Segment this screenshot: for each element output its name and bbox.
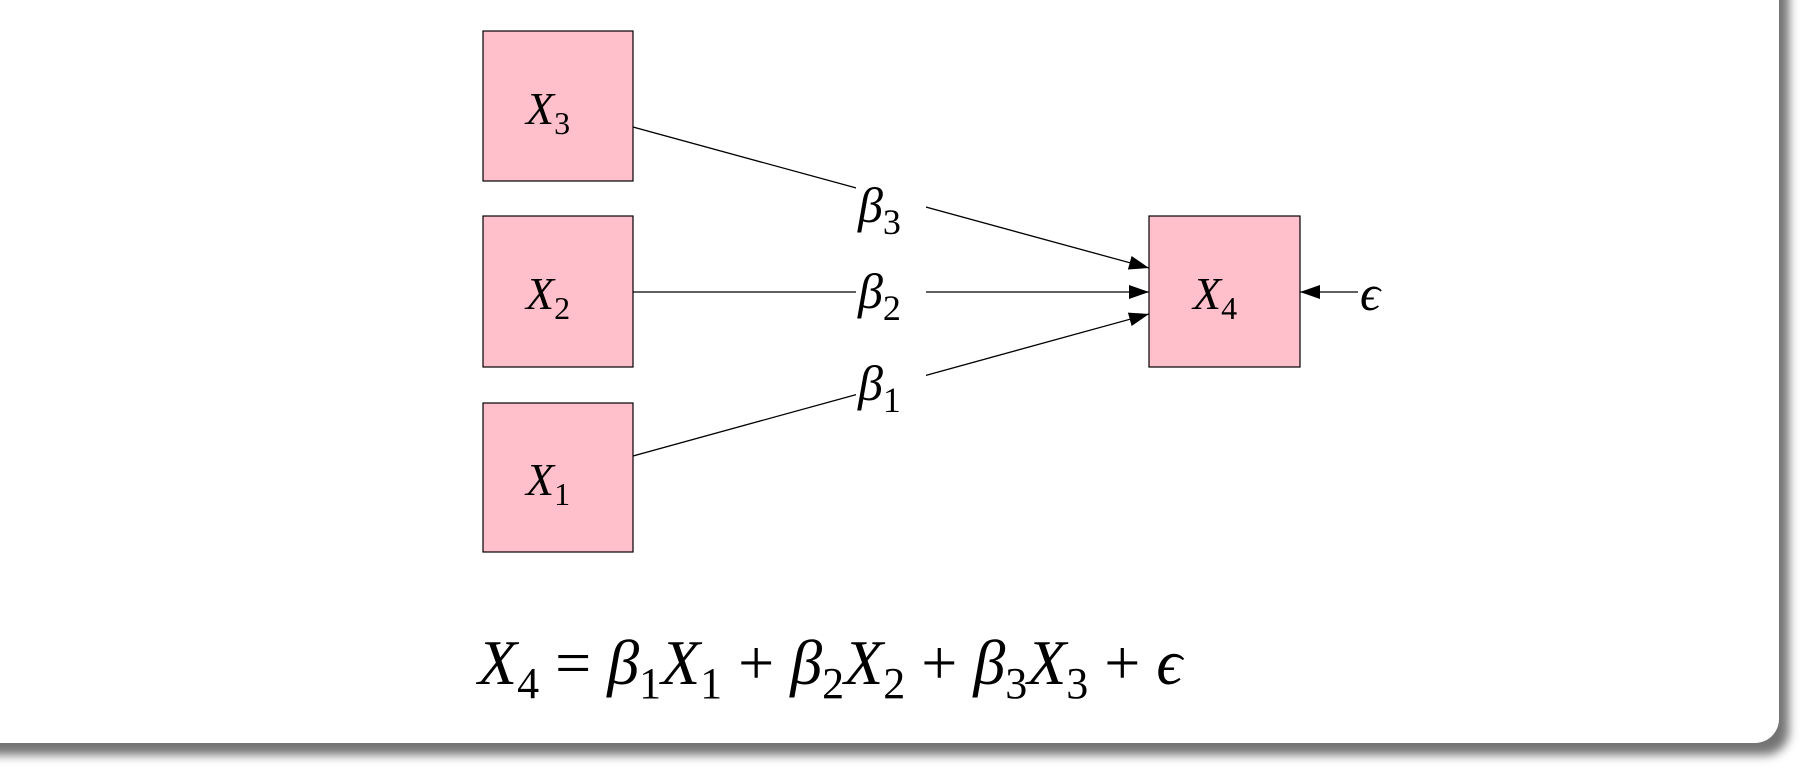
node-x4: X4 xyxy=(1148,215,1301,368)
svg-text:X1: X1 xyxy=(524,454,570,512)
node-x1: X1 xyxy=(482,402,634,553)
node-x3: X3 xyxy=(482,30,634,182)
beta1-label: β1 xyxy=(857,355,901,420)
regression-equation: X4 = β1X1 + β2X2 + β3X3 + ϵ xyxy=(475,627,1184,712)
svg-text:X3: X3 xyxy=(524,83,570,141)
svg-text:X4: X4 xyxy=(1191,268,1237,326)
svg-text:X2: X2 xyxy=(524,268,570,326)
epsilon-label: ϵ xyxy=(1360,265,1382,321)
beta2-label: β2 xyxy=(857,263,901,328)
beta3-label: β3 xyxy=(857,177,901,242)
node-x2: X2 xyxy=(482,215,634,368)
